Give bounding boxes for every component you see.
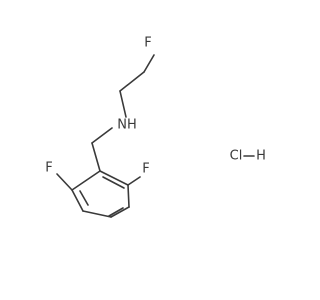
bond-ch2-n	[119, 90, 127, 118]
atom-fluorine-top: F	[144, 36, 151, 51]
ring-bond-4	[82, 210, 112, 218]
ring-bond-1-inner	[102, 176, 125, 189]
ring-bond-1	[99, 170, 129, 186]
ring-bond-3	[110, 206, 130, 218]
bond-ring-f-left	[56, 173, 73, 191]
ring-bond-3-inner	[108, 207, 124, 217]
structure-diagram: F NH F F Cl H	[45, 35, 266, 218]
atom-fluorine-right: F	[142, 162, 149, 177]
ring-bond-5	[71, 189, 84, 212]
bond-ring-f-right	[127, 176, 141, 186]
atom-chlorine: Cl	[230, 149, 243, 164]
ring-bond-5-inner	[79, 190, 89, 206]
bond-n-ch2	[91, 127, 113, 144]
atom-hydrogen: H	[256, 149, 266, 164]
atom-amine-nh: NH	[117, 118, 137, 133]
bond-ch2-ring	[91, 142, 101, 172]
bond-ch2-ch2	[119, 71, 145, 92]
atom-fluorine-left: F	[45, 161, 52, 176]
ring-bond-6	[71, 170, 101, 191]
ring-bond-2	[127, 184, 130, 208]
bond-f-ch2	[143, 54, 155, 73]
